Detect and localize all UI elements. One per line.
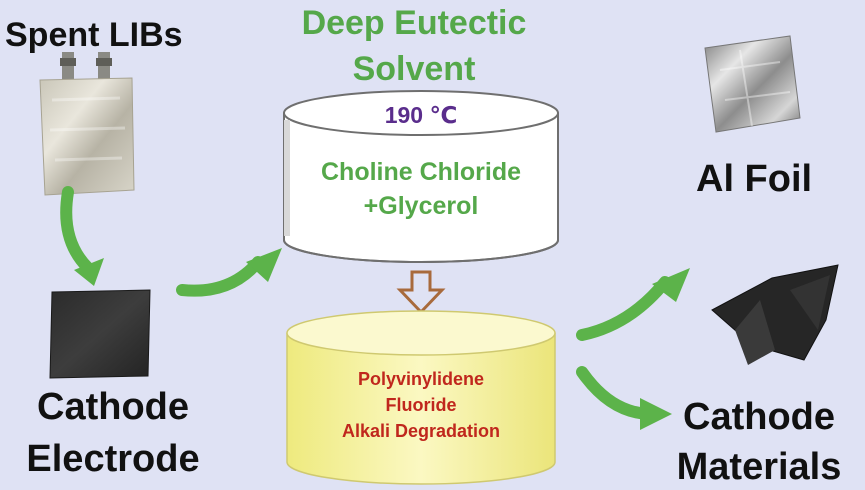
cathode-materials-line1: Cathode: [683, 396, 835, 438]
cathode-electrode-line1: Cathode: [37, 386, 189, 428]
cathode-electrode-line2: Electrode: [26, 438, 200, 480]
temperature-label: 190 ℃: [384, 102, 458, 128]
cathode-materials-line2: Materials: [676, 446, 842, 488]
reagent-line1: Choline Chloride: [321, 158, 521, 186]
arrow-electrode-to-solvent: [176, 256, 264, 297]
spent-battery-image: [39, 52, 135, 196]
arrow-heads: [74, 248, 690, 430]
pvdf-line1: Polyvinylidene: [357, 369, 485, 389]
solvent-beaker: [283, 90, 559, 263]
down-arrow: [396, 270, 446, 315]
pvdf-line2: Fluoride: [385, 395, 457, 415]
pvdf-line3: Alkali Degradation: [341, 421, 501, 441]
cathode-materials-image: [711, 264, 839, 365]
des-title-line1: Deep Eutectic: [301, 4, 527, 42]
des-title-line2: Solvent: [352, 50, 476, 88]
arrow-to-al-foil: [576, 276, 671, 341]
reagent-line2: +Glycerol: [363, 192, 479, 220]
cathode-electrode-image: [49, 289, 151, 379]
arrow-to-cathode-materials: [576, 366, 654, 420]
arrow-battery-to-electrode: [60, 186, 94, 274]
al-foil-image: [704, 35, 801, 133]
spent-libs-label: Spent LIBs: [5, 16, 183, 54]
al-foil-label: Al Foil: [696, 158, 813, 200]
degradation-beaker: [286, 310, 556, 485]
